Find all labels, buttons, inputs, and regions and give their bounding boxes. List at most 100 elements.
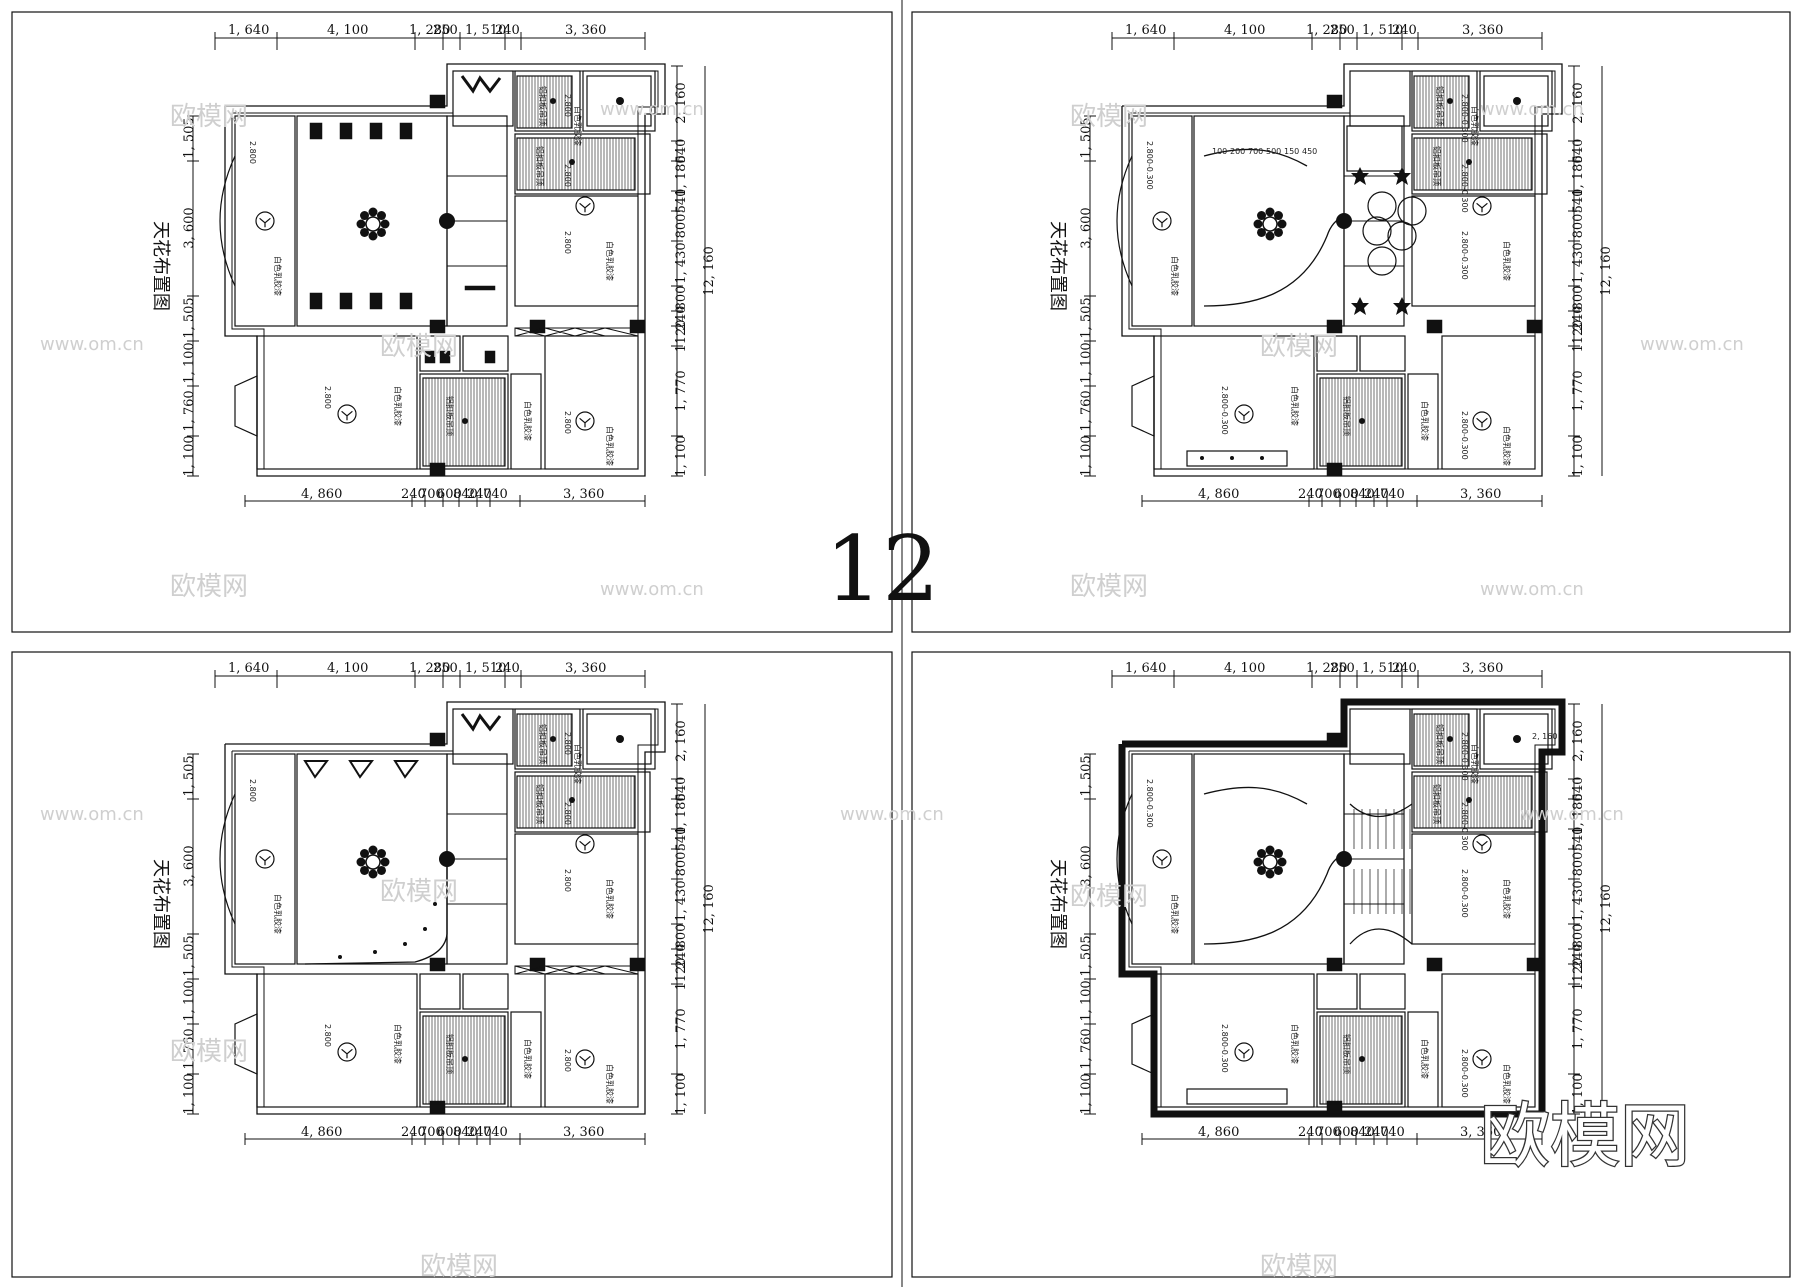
ceiling-height-5: 2.800-0.300 bbox=[1145, 779, 1154, 828]
ceiling-light-master bbox=[1234, 404, 1254, 424]
ceiling-light-bed3-ring bbox=[1472, 1049, 1492, 1069]
bay-window-lower bbox=[1131, 1013, 1155, 1075]
chandelier-living-bulb bbox=[380, 857, 390, 867]
label-bath-top: 铝扣板吊顶 bbox=[538, 724, 548, 764]
room-bed-2 bbox=[1411, 833, 1536, 945]
dim-label-top-1: 4, 100 bbox=[327, 661, 368, 676]
column-0 bbox=[429, 732, 446, 747]
ring-light-4 bbox=[1367, 246, 1397, 276]
dim-label-bottom-7: 3, 360 bbox=[563, 1125, 604, 1140]
dim-label-top-5: 240 bbox=[1392, 23, 1417, 38]
label-top-right: 白色乳胶漆 bbox=[573, 744, 583, 784]
column-0 bbox=[1326, 732, 1343, 747]
lattice-tile-0 bbox=[424, 350, 436, 364]
outer-wall bbox=[1118, 698, 1566, 1118]
dim-label-top-4: 1, 510 bbox=[1362, 23, 1403, 38]
column-0 bbox=[1326, 94, 1343, 109]
dim-label-bottom-3: 600 bbox=[437, 1125, 462, 1140]
chandelier-living-core bbox=[365, 216, 381, 232]
watermark-cn-2: 欧模网 bbox=[170, 572, 248, 602]
room-bath-top bbox=[1411, 70, 1478, 132]
dim-label-right-1: 540 bbox=[1571, 139, 1586, 164]
chandelier-living bbox=[1253, 845, 1287, 879]
panel-title: 天花布置图 bbox=[1047, 221, 1068, 311]
label-bay: 白色乳胶漆 bbox=[1170, 256, 1180, 296]
ceiling-light-bay-mark bbox=[259, 217, 271, 228]
bay-window-lower bbox=[234, 1013, 258, 1075]
dim-label-top-4: 1, 510 bbox=[465, 661, 506, 676]
downlight-top bbox=[616, 735, 624, 743]
ceiling-height-3: 2.800 bbox=[563, 411, 572, 434]
dim-label-right-3: 540 bbox=[1571, 827, 1586, 852]
dim-label-top-3: 250 bbox=[433, 23, 458, 38]
dim-label-bottom-7: 3, 360 bbox=[563, 487, 604, 502]
label-bath-lower: 铝扣板吊顶 bbox=[1342, 1034, 1352, 1074]
panel-title: 天花布置图 bbox=[150, 221, 171, 311]
chandelier-living-bulb bbox=[368, 231, 378, 241]
column-0 bbox=[429, 94, 446, 109]
ceiling-light-master-ring bbox=[337, 1042, 357, 1062]
room-labels: 白色乳胶漆白色乳胶漆白色乳胶漆白色乳胶漆白色乳胶漆白色乳胶漆铝扣板吊顶铝扣板吊顶… bbox=[248, 724, 615, 1104]
room-top-right-inner bbox=[586, 713, 652, 765]
room-labels: 白色乳胶漆白色乳胶漆白色乳胶漆白色乳胶漆白色乳胶漆白色乳胶漆铝扣板吊顶铝扣板吊顶… bbox=[248, 86, 615, 466]
dim-label-top-0: 1, 640 bbox=[228, 661, 269, 676]
ceiling-height-2: 2.800-0.300 bbox=[1460, 869, 1469, 918]
walls bbox=[219, 701, 666, 1115]
ceiling-light-bay-ring bbox=[1152, 849, 1172, 869]
dim-label-bottom-2: 700 bbox=[1316, 1125, 1341, 1140]
dim-label-right-6: 800 bbox=[674, 286, 689, 311]
star-ceiling-3 bbox=[1393, 297, 1411, 315]
room-bath-lower bbox=[419, 373, 509, 470]
label-top-right: 白色乳胶漆 bbox=[1470, 106, 1480, 146]
ceiling-height-2: 2.800 bbox=[563, 231, 572, 254]
dim-label-bottom-6: 740 bbox=[1380, 487, 1405, 502]
walls bbox=[1116, 63, 1563, 477]
brand-logo: 欧模网 bbox=[1480, 1095, 1690, 1177]
dim-label-left-4: 1, 760 bbox=[1079, 1028, 1094, 1069]
chandelier-living-bulb bbox=[1257, 211, 1267, 221]
hatch-bath-top-frame bbox=[1413, 713, 1470, 767]
room-closet-b bbox=[462, 335, 509, 372]
outer-wall bbox=[224, 701, 666, 1115]
room-small-top bbox=[1349, 708, 1411, 765]
coffer-tile-6 bbox=[369, 292, 383, 310]
column-4 bbox=[1526, 319, 1543, 334]
dim-label-left-3: 1, 100 bbox=[182, 980, 197, 1021]
ceiling-decor: 2, 160 bbox=[1186, 732, 1557, 1105]
downlight-top bbox=[1513, 735, 1521, 743]
detail-dim-4: 150 bbox=[1284, 147, 1299, 156]
label-master: 白色乳胶漆 bbox=[1290, 386, 1300, 426]
ceiling-height-2: 2.800 bbox=[563, 869, 572, 892]
ceiling-light-bed2 bbox=[575, 834, 595, 854]
dim-label-right-8: 1120 bbox=[674, 957, 689, 990]
dim-label-right-0: 2, 160 bbox=[674, 720, 689, 761]
chandelier-living-bulb bbox=[1277, 219, 1287, 229]
ceiling-height-5: 2.800 bbox=[248, 141, 257, 164]
stair-void bbox=[1346, 125, 1403, 172]
ceiling-light-master-mark bbox=[1238, 410, 1250, 421]
room-top-right-inner bbox=[1483, 75, 1549, 127]
dim-label-top-5: 240 bbox=[495, 661, 520, 676]
chandelier-living bbox=[356, 845, 390, 879]
soffit-spot-0 bbox=[433, 902, 437, 906]
sheet-number: 12 bbox=[825, 517, 940, 622]
ceiling-light-bed2-mark bbox=[1476, 840, 1488, 851]
cross-beam bbox=[514, 965, 639, 975]
ceiling-height-4: 2.800 bbox=[323, 1024, 332, 1047]
room-kitchen bbox=[514, 133, 651, 195]
watermark-url-3: www.om.cn bbox=[1480, 579, 1584, 600]
watermark-cn-5: 欧模网 bbox=[1070, 572, 1148, 602]
label-store: 白色乳胶漆 bbox=[1420, 401, 1430, 441]
dim-label-right-6: 800 bbox=[674, 924, 689, 949]
dim-label-total: 12, 160 bbox=[702, 884, 717, 934]
dim-label-bottom-0: 4, 860 bbox=[301, 1125, 342, 1140]
dim-label-right-9: 1, 770 bbox=[1571, 370, 1586, 411]
ceiling-height-0: 2.800 bbox=[563, 732, 572, 755]
dim-label-top-1: 4, 100 bbox=[1224, 661, 1265, 676]
room-closet-b bbox=[1359, 973, 1406, 1010]
